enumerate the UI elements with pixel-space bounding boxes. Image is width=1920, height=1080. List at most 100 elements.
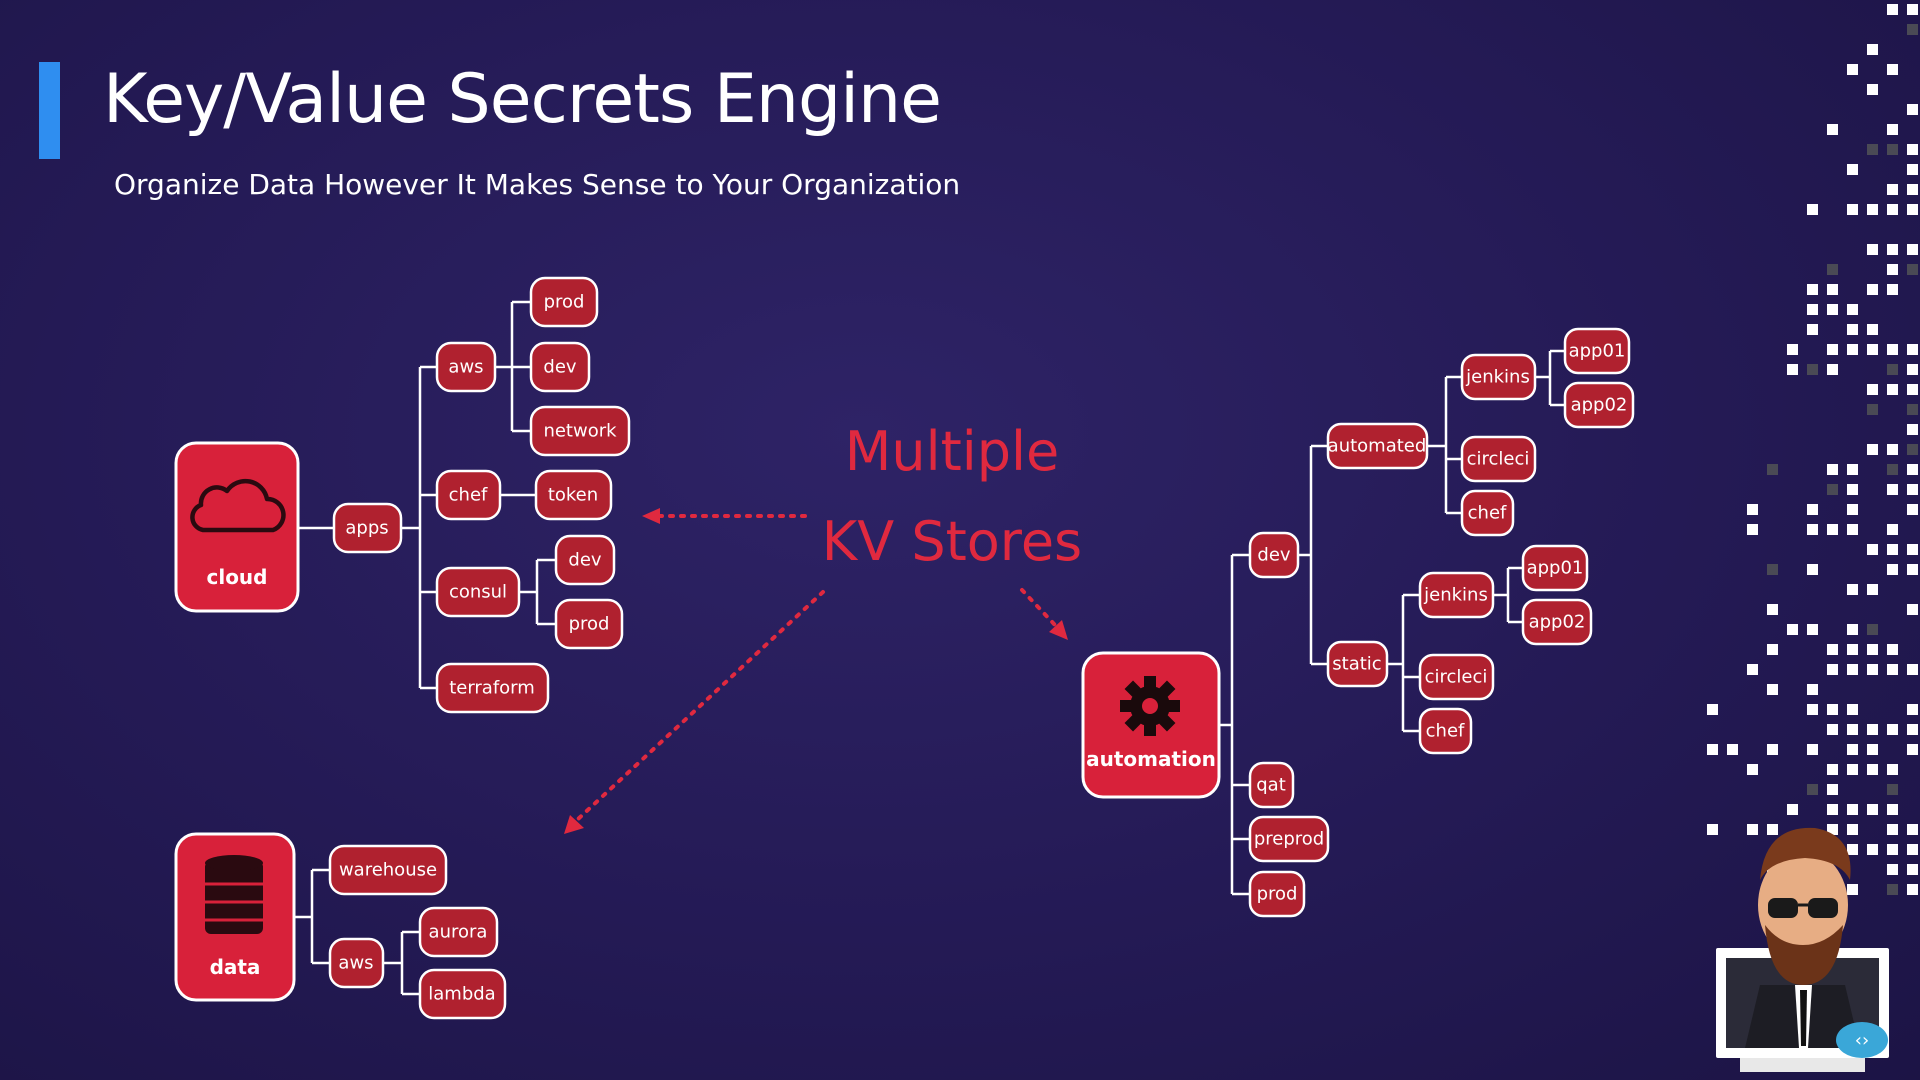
avatar-monitor-stand xyxy=(1740,1058,1865,1072)
svg-text:jenkins: jenkins xyxy=(1423,585,1488,606)
svg-text:app02: app02 xyxy=(1571,395,1628,416)
slide-subtitle: Organize Data However It Makes Sense to … xyxy=(114,168,961,201)
cloud-store: cloud xyxy=(174,441,300,613)
automation-store-label: automation xyxy=(1086,747,1216,771)
pixel-square xyxy=(1907,424,1918,435)
pixel-square xyxy=(1807,524,1818,535)
pixel-square xyxy=(1867,344,1878,355)
pixel-square xyxy=(1827,804,1838,815)
pixel-square xyxy=(1767,564,1778,575)
database-icon xyxy=(205,855,263,934)
pixel-square xyxy=(1867,764,1878,775)
avatar-beard xyxy=(1765,925,1843,985)
node-static-app02: app02 xyxy=(1521,598,1593,646)
pixel-square xyxy=(1887,864,1898,875)
node-static-app01: app01 xyxy=(1521,544,1589,592)
svg-text:jenkins: jenkins xyxy=(1465,367,1530,388)
node-chef: chef xyxy=(435,469,502,521)
pixel-square xyxy=(1907,364,1918,375)
pixel-square xyxy=(1807,504,1818,515)
svg-text:lambda: lambda xyxy=(428,984,495,1005)
pixel-square xyxy=(1827,464,1838,475)
callout-line1: Multiple xyxy=(845,420,1060,483)
pixel-square xyxy=(1907,504,1918,515)
node-aws-prod: prod xyxy=(529,276,599,328)
pixel-square xyxy=(1887,664,1898,675)
pixel-square xyxy=(1847,584,1858,595)
pixel-square xyxy=(1827,304,1838,315)
pixel-square xyxy=(1887,764,1898,775)
node-aws-dev: dev xyxy=(529,341,591,393)
pixel-square xyxy=(1867,804,1878,815)
svg-text:circleci: circleci xyxy=(1425,667,1488,688)
node-consul-prod: prod xyxy=(554,598,624,650)
pixel-square xyxy=(1767,824,1778,835)
avatar-sunglasses-right xyxy=(1808,898,1838,918)
data-store-label: data xyxy=(210,955,261,979)
svg-text:aurora: aurora xyxy=(429,922,488,943)
pixel-square xyxy=(1867,204,1878,215)
node-apps: apps xyxy=(332,502,403,554)
pixel-square xyxy=(1867,144,1878,155)
pixel-square xyxy=(1887,824,1898,835)
pixel-square xyxy=(1827,364,1838,375)
pixel-square xyxy=(1907,104,1918,115)
data-store: data xyxy=(174,832,296,1002)
node-auto-prod: prod xyxy=(1248,870,1306,918)
pixel-square xyxy=(1887,244,1898,255)
pixel-square xyxy=(1847,764,1858,775)
pixel-square xyxy=(1847,204,1858,215)
arrow-head-cloud xyxy=(642,508,660,524)
pixel-square xyxy=(1707,824,1718,835)
pixel-square xyxy=(1847,624,1858,635)
svg-text:chef: chef xyxy=(449,485,488,506)
pixel-square xyxy=(1747,824,1758,835)
pixel-square xyxy=(1807,624,1818,635)
pixel-square xyxy=(1907,384,1918,395)
pixel-square xyxy=(1907,564,1918,575)
svg-text:chef: chef xyxy=(1468,503,1507,524)
pixel-square xyxy=(1907,824,1918,835)
pixel-square xyxy=(1887,384,1898,395)
pixel-square xyxy=(1747,524,1758,535)
avatar-tie xyxy=(1800,990,1807,1046)
svg-text:terraform: terraform xyxy=(449,678,535,699)
slide-title: Key/Value Secrets Engine xyxy=(103,60,942,139)
node-automated-chef: chef xyxy=(1460,489,1515,537)
node-static-circleci: circleci xyxy=(1418,653,1495,701)
svg-text:chef: chef xyxy=(1426,721,1465,742)
svg-text:app01: app01 xyxy=(1527,558,1584,579)
pixel-square xyxy=(1867,444,1878,455)
pixel-square xyxy=(1867,744,1878,755)
pixel-square xyxy=(1907,184,1918,195)
pixel-square xyxy=(1887,204,1898,215)
pixel-square xyxy=(1827,524,1838,535)
pixel-square xyxy=(1807,304,1818,315)
pixel-square xyxy=(1887,264,1898,275)
pixel-square xyxy=(1907,604,1918,615)
pixel-square xyxy=(1887,844,1898,855)
svg-text:prod: prod xyxy=(569,614,610,635)
node-automated-circleci: circleci xyxy=(1460,435,1537,483)
arrow-to-data xyxy=(575,590,825,822)
pixel-square xyxy=(1867,584,1878,595)
pixel-square xyxy=(1827,784,1838,795)
pixel-square xyxy=(1807,704,1818,715)
pixel-square xyxy=(1867,544,1878,555)
pixel-square xyxy=(1867,44,1878,55)
pixel-square xyxy=(1847,664,1858,675)
pixel-square xyxy=(1867,644,1878,655)
node-data-aws: aws xyxy=(328,937,385,989)
pixel-square xyxy=(1887,544,1898,555)
pixel-square xyxy=(1887,444,1898,455)
pixel-square xyxy=(1907,444,1918,455)
pixel-square xyxy=(1867,284,1878,295)
pixel-square xyxy=(1847,324,1858,335)
pixel-square xyxy=(1887,144,1898,155)
pixel-square xyxy=(1807,784,1818,795)
pixel-square xyxy=(1787,804,1798,815)
node-aws: aws xyxy=(435,341,497,393)
node-aws-network: network xyxy=(529,405,631,457)
pixel-square xyxy=(1787,364,1798,375)
pixel-square xyxy=(1907,164,1918,175)
